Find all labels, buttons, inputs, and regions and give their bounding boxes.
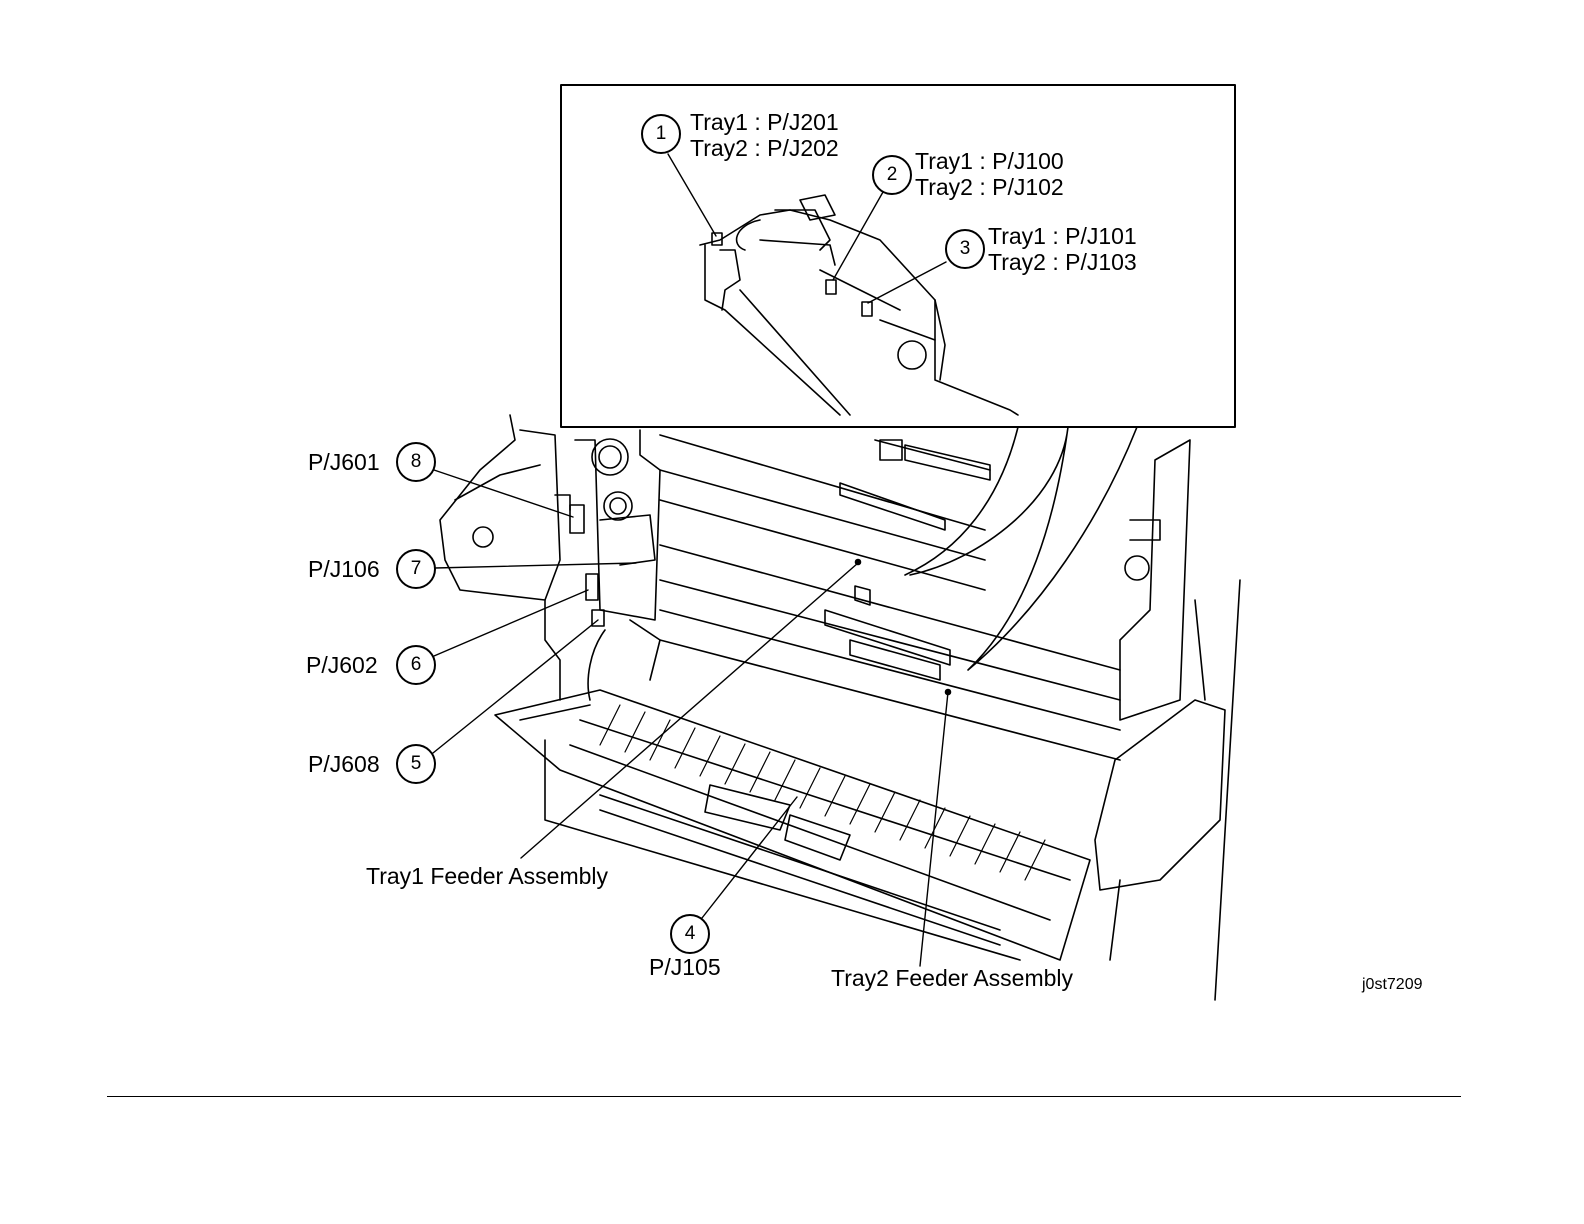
- callout-1-line1: Tray1 : P/J201: [690, 109, 839, 135]
- inset-connector: [905, 427, 1137, 670]
- tray2-point: [946, 690, 951, 695]
- callout-5-label: P/J608: [308, 751, 380, 777]
- callout-3-line2: Tray2 : P/J103: [988, 249, 1137, 275]
- callout-7-circle: 7: [396, 549, 436, 589]
- figure-code: j0st7209: [1362, 976, 1423, 994]
- machine-illustration: [440, 415, 1240, 1000]
- callout-3-line1: Tray1 : P/J101: [988, 223, 1137, 249]
- callout-2-circle: 2: [872, 155, 912, 195]
- callout-1-line2: Tray2 : P/J202: [690, 135, 839, 161]
- callout-8-label: P/J601: [308, 449, 380, 475]
- callout-3-circle: 3: [945, 229, 985, 269]
- callout-7-label: P/J106: [308, 556, 380, 582]
- callout-4-circle: 4: [670, 914, 710, 954]
- tray2-feeder-assembly-label: Tray2 Feeder Assembly: [831, 965, 1073, 991]
- callout-2-line2: Tray2 : P/J102: [915, 174, 1064, 200]
- callout-4-label: P/J105: [649, 954, 721, 980]
- callout-6-circle: 6: [396, 645, 436, 685]
- tray1-feeder-assembly-label: Tray1 Feeder Assembly: [366, 863, 608, 889]
- callout-6-label: P/J602: [306, 652, 378, 678]
- callout-1-circle: 1: [641, 114, 681, 154]
- callout-8-circle: 8: [396, 442, 436, 482]
- footer-rule: [107, 1096, 1461, 1097]
- callout-5-circle: 5: [396, 744, 436, 784]
- callout-2-line1: Tray1 : P/J100: [915, 148, 1064, 174]
- tray1-point: [856, 560, 861, 565]
